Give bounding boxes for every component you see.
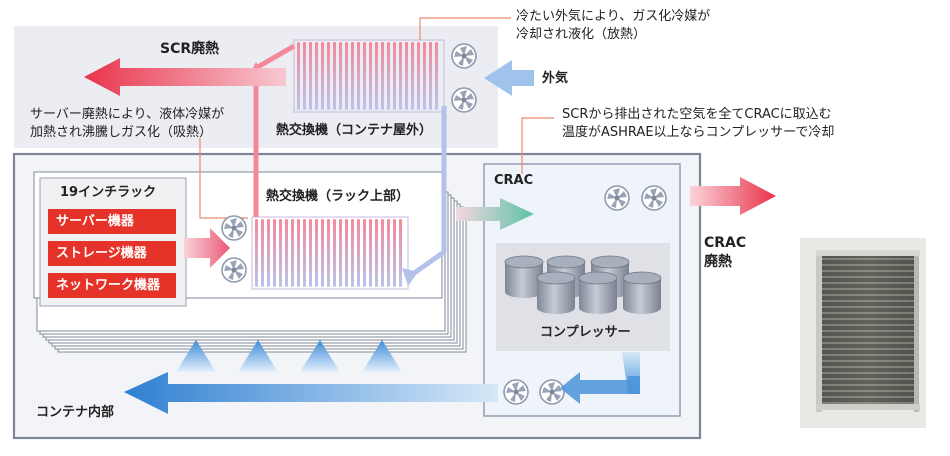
hx-fin <box>285 219 288 287</box>
note-right-line-2: 温度がASHRAE以上ならコンプレッサーで冷却 <box>562 124 835 140</box>
hx-fin <box>393 219 396 287</box>
hx-fin <box>357 42 360 110</box>
hx-fin <box>351 219 354 287</box>
fan-icon <box>221 215 247 241</box>
hx-fin <box>333 42 336 110</box>
hx-fin <box>351 42 354 110</box>
hx-fin <box>399 42 402 110</box>
rack-item-storage: ストレージ機器 <box>48 241 176 266</box>
hx-outside-coil <box>293 39 445 113</box>
cool-air-arrow-icon <box>124 372 498 414</box>
scr-exhaust-label: SCR廃熱 <box>160 41 220 57</box>
note-top-leader <box>419 17 511 40</box>
note-right: SCRから排出された空気を全てCRACに取込む 温度がASHRAE以上ならコンプ… <box>562 106 834 141</box>
rack-item-server: サーバー機器 <box>48 209 176 234</box>
hx-fin <box>339 219 342 287</box>
container-inside-label: コンテナ内部 <box>36 405 115 420</box>
cool-air-supply-icons <box>176 340 402 372</box>
fan-icon <box>503 379 529 405</box>
hx-fin <box>369 219 372 287</box>
hx-fin <box>357 219 360 287</box>
fan-icon <box>604 185 630 211</box>
hx-fin <box>327 219 330 287</box>
crac-exhaust-line-1: CRAC <box>704 235 747 251</box>
hx-fin <box>321 42 324 110</box>
hx-fin <box>297 219 300 287</box>
hx-fin <box>297 42 300 110</box>
hx-to-crac-arrow-icon <box>456 198 534 230</box>
outside-air-label: 外気 <box>542 71 569 86</box>
hx-fin <box>309 219 312 287</box>
hx-fin <box>273 219 276 287</box>
scr-exhaust-arrow-icon <box>84 58 286 96</box>
note-left-line-2: 加熱され沸騰しガス化（吸熱） <box>30 124 213 140</box>
hx-fin <box>279 219 282 287</box>
rack-item-network: ネットワーク機器 <box>48 273 176 298</box>
hx-fin <box>363 219 366 287</box>
hx-fin <box>435 42 438 110</box>
note-left: サーバー廃熱により、液体冷媒が 加熱され沸騰しガス化（吸熱） <box>30 106 224 141</box>
hx-rack-fins <box>255 219 402 287</box>
crac-exhaust-line-2: 廃熱 <box>704 253 732 270</box>
hx-fin <box>255 219 258 287</box>
note-top-line-2: 冷却され液化（放熱） <box>516 26 647 42</box>
note-top-line-1: 冷たい外気により、ガス化冷媒が <box>516 9 711 24</box>
crac-exhaust-label: CRAC 廃熱 <box>704 234 746 272</box>
hx-fin <box>333 219 336 287</box>
hx-fin <box>327 42 330 110</box>
hx-fin <box>309 42 312 110</box>
note-top: 冷たい外気により、ガス化冷媒が 冷却され液化（放熱） <box>516 8 710 43</box>
hx-fin <box>393 42 396 110</box>
fan-icon <box>539 379 565 405</box>
hx-fin <box>387 42 390 110</box>
hx-fin <box>369 42 372 110</box>
hx-rack-coil <box>251 216 409 290</box>
hx-fin <box>381 219 384 287</box>
compressor-label: コンプレッサー <box>540 325 631 340</box>
hx-fin <box>261 219 264 287</box>
hx-fin <box>303 42 306 110</box>
hx-fin <box>267 219 270 287</box>
crac-return-arrow-icon <box>560 372 640 404</box>
hx-fin <box>363 42 366 110</box>
hx-outside-fins <box>297 42 438 110</box>
note-left-line-1: サーバー廃熱により、液体冷媒が <box>30 107 225 122</box>
hx-fin <box>345 42 348 110</box>
hx-fin <box>399 219 402 287</box>
hx-fin <box>411 42 414 110</box>
hx-fin <box>345 219 348 287</box>
hx-fin <box>339 42 342 110</box>
hx-fin <box>321 219 324 287</box>
hx-fin <box>315 42 318 110</box>
crac-label: CRAC <box>494 173 534 188</box>
hx-fin <box>315 219 318 287</box>
hx-rack-label: 熱交換機（ラック上部） <box>266 189 410 204</box>
hx-fin <box>387 219 390 287</box>
rack-title: 19インチラック <box>60 185 157 200</box>
fan-icon <box>221 257 247 283</box>
hx-fin <box>429 42 432 110</box>
hx-fin <box>405 42 408 110</box>
fan-icon <box>641 185 667 211</box>
hx-fin <box>375 42 378 110</box>
hx-fin <box>423 42 426 110</box>
hx-fin <box>303 219 306 287</box>
hx-fin <box>381 42 384 110</box>
refrigerant-liquid-arrowhead <box>402 268 418 286</box>
hx-unit-photo <box>800 238 926 428</box>
hx-fin <box>417 42 420 110</box>
rack-to-hx-arrow-icon <box>184 228 230 268</box>
hx-fin <box>375 219 378 287</box>
fan-icon <box>451 43 477 69</box>
fan-icon <box>451 87 477 113</box>
note-right-line-1: SCRから排出された空気を全てCRACに取込む <box>562 107 832 122</box>
note-right-leader <box>521 117 554 174</box>
outside-air-arrow-icon <box>484 60 534 96</box>
refrigerant-liquid-line <box>408 106 447 279</box>
hx-outside-label: 熱交換機（コンテナ屋外） <box>276 123 433 138</box>
hx-fin <box>291 219 294 287</box>
crac-exhaust-arrow-icon <box>690 177 776 215</box>
